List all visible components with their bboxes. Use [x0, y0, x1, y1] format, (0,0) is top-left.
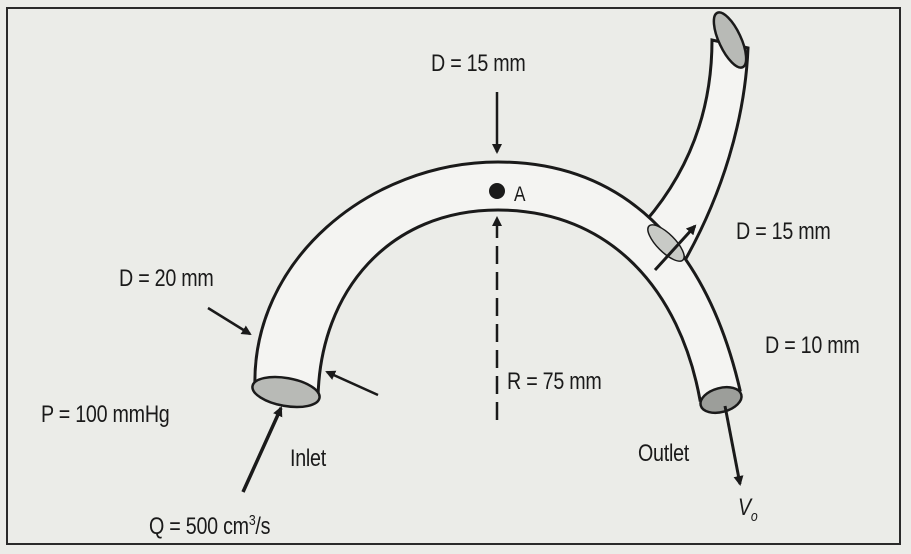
- branch-opening: [712, 11, 748, 69]
- point-a-marker: [489, 183, 505, 199]
- inlet-diameter-label: D = 20 mm: [119, 265, 214, 292]
- outlet-velocity-label: Vo: [738, 494, 758, 525]
- outlet-diameter-label: D = 10 mm: [765, 332, 860, 359]
- inlet-diameter-arrow: [207, 306, 252, 336]
- main-bend-pipe: [253, 160, 742, 402]
- point-a-label: A: [514, 183, 526, 206]
- outlet-opening: [699, 385, 743, 415]
- figure-border: [6, 7, 901, 545]
- outlet-label: Outlet: [638, 440, 690, 467]
- flow-inlet-arrow: [241, 406, 283, 493]
- branch-diameter-label: D = 15 mm: [736, 218, 831, 245]
- outlet-velocity-arrow: [723, 405, 744, 486]
- flow-rate-label: Q = 500 cm3/s: [149, 512, 270, 541]
- velocity-symbol: V: [738, 494, 751, 521]
- inlet-label: Inlet: [290, 445, 326, 472]
- flow-rate-exponent: 3: [248, 512, 256, 529]
- pressure-label: P = 100 mmHg: [41, 401, 170, 428]
- radius-label: R = 75 mm: [507, 368, 602, 395]
- velocity-subscript: o: [750, 507, 758, 525]
- inner-wall-arrow: [325, 370, 379, 397]
- inlet-opening: [251, 375, 321, 409]
- flow-rate-suffix: /s: [255, 513, 271, 540]
- branch-pipe: [642, 38, 750, 265]
- branch-flow-arrow: [653, 224, 697, 272]
- branch-junction-opening: [647, 224, 685, 262]
- top-diameter-label: D = 15 mm: [431, 50, 526, 77]
- flow-rate-prefix: Q = 500 cm: [149, 513, 249, 540]
